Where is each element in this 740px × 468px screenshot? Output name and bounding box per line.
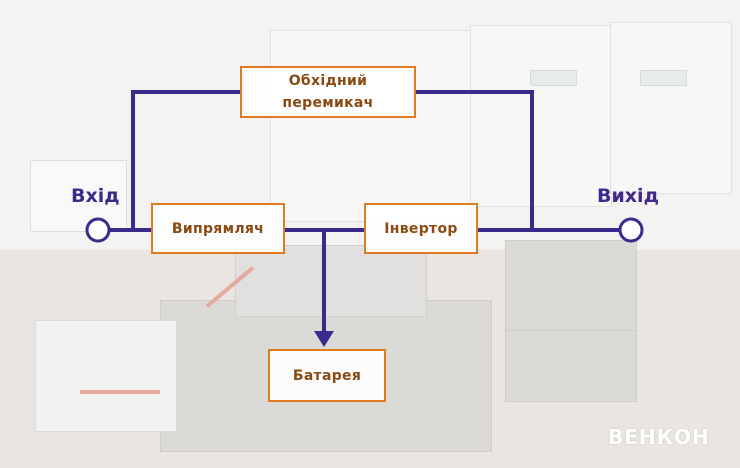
arrow-to-battery — [314, 331, 334, 347]
background-breaker-panel — [30, 160, 127, 232]
battery-label: Батарея — [292, 367, 362, 384]
background-terminal-block — [35, 320, 177, 432]
background-wire — [80, 390, 160, 394]
background-cabinet — [610, 22, 732, 194]
background-display — [640, 70, 687, 86]
input-terminal — [85, 217, 111, 243]
background-device — [235, 245, 427, 317]
background-display — [530, 70, 577, 86]
background-cabinet — [270, 30, 472, 222]
rectifier-label: Випрямляч — [171, 220, 265, 237]
background-inverter-unit — [505, 240, 637, 332]
inverter-box: Інвертор — [364, 203, 478, 254]
brand-logo: ВЕНКОН — [608, 425, 710, 449]
rectifier-box: Випрямляч — [151, 203, 285, 254]
background-inverter-unit — [505, 330, 637, 402]
line-bypass-left — [131, 90, 240, 230]
input-label: Вхід — [71, 185, 120, 207]
output-label: Вихід — [597, 185, 659, 207]
bypass-switch-box: Обхідний перемикач — [240, 66, 416, 118]
inverter-label: Інвертор — [384, 220, 458, 237]
battery-box: Батарея — [268, 349, 386, 402]
output-terminal — [618, 217, 644, 243]
line-bypass-right — [416, 90, 534, 230]
bypass-switch-label: Обхідний перемикач — [282, 73, 374, 111]
